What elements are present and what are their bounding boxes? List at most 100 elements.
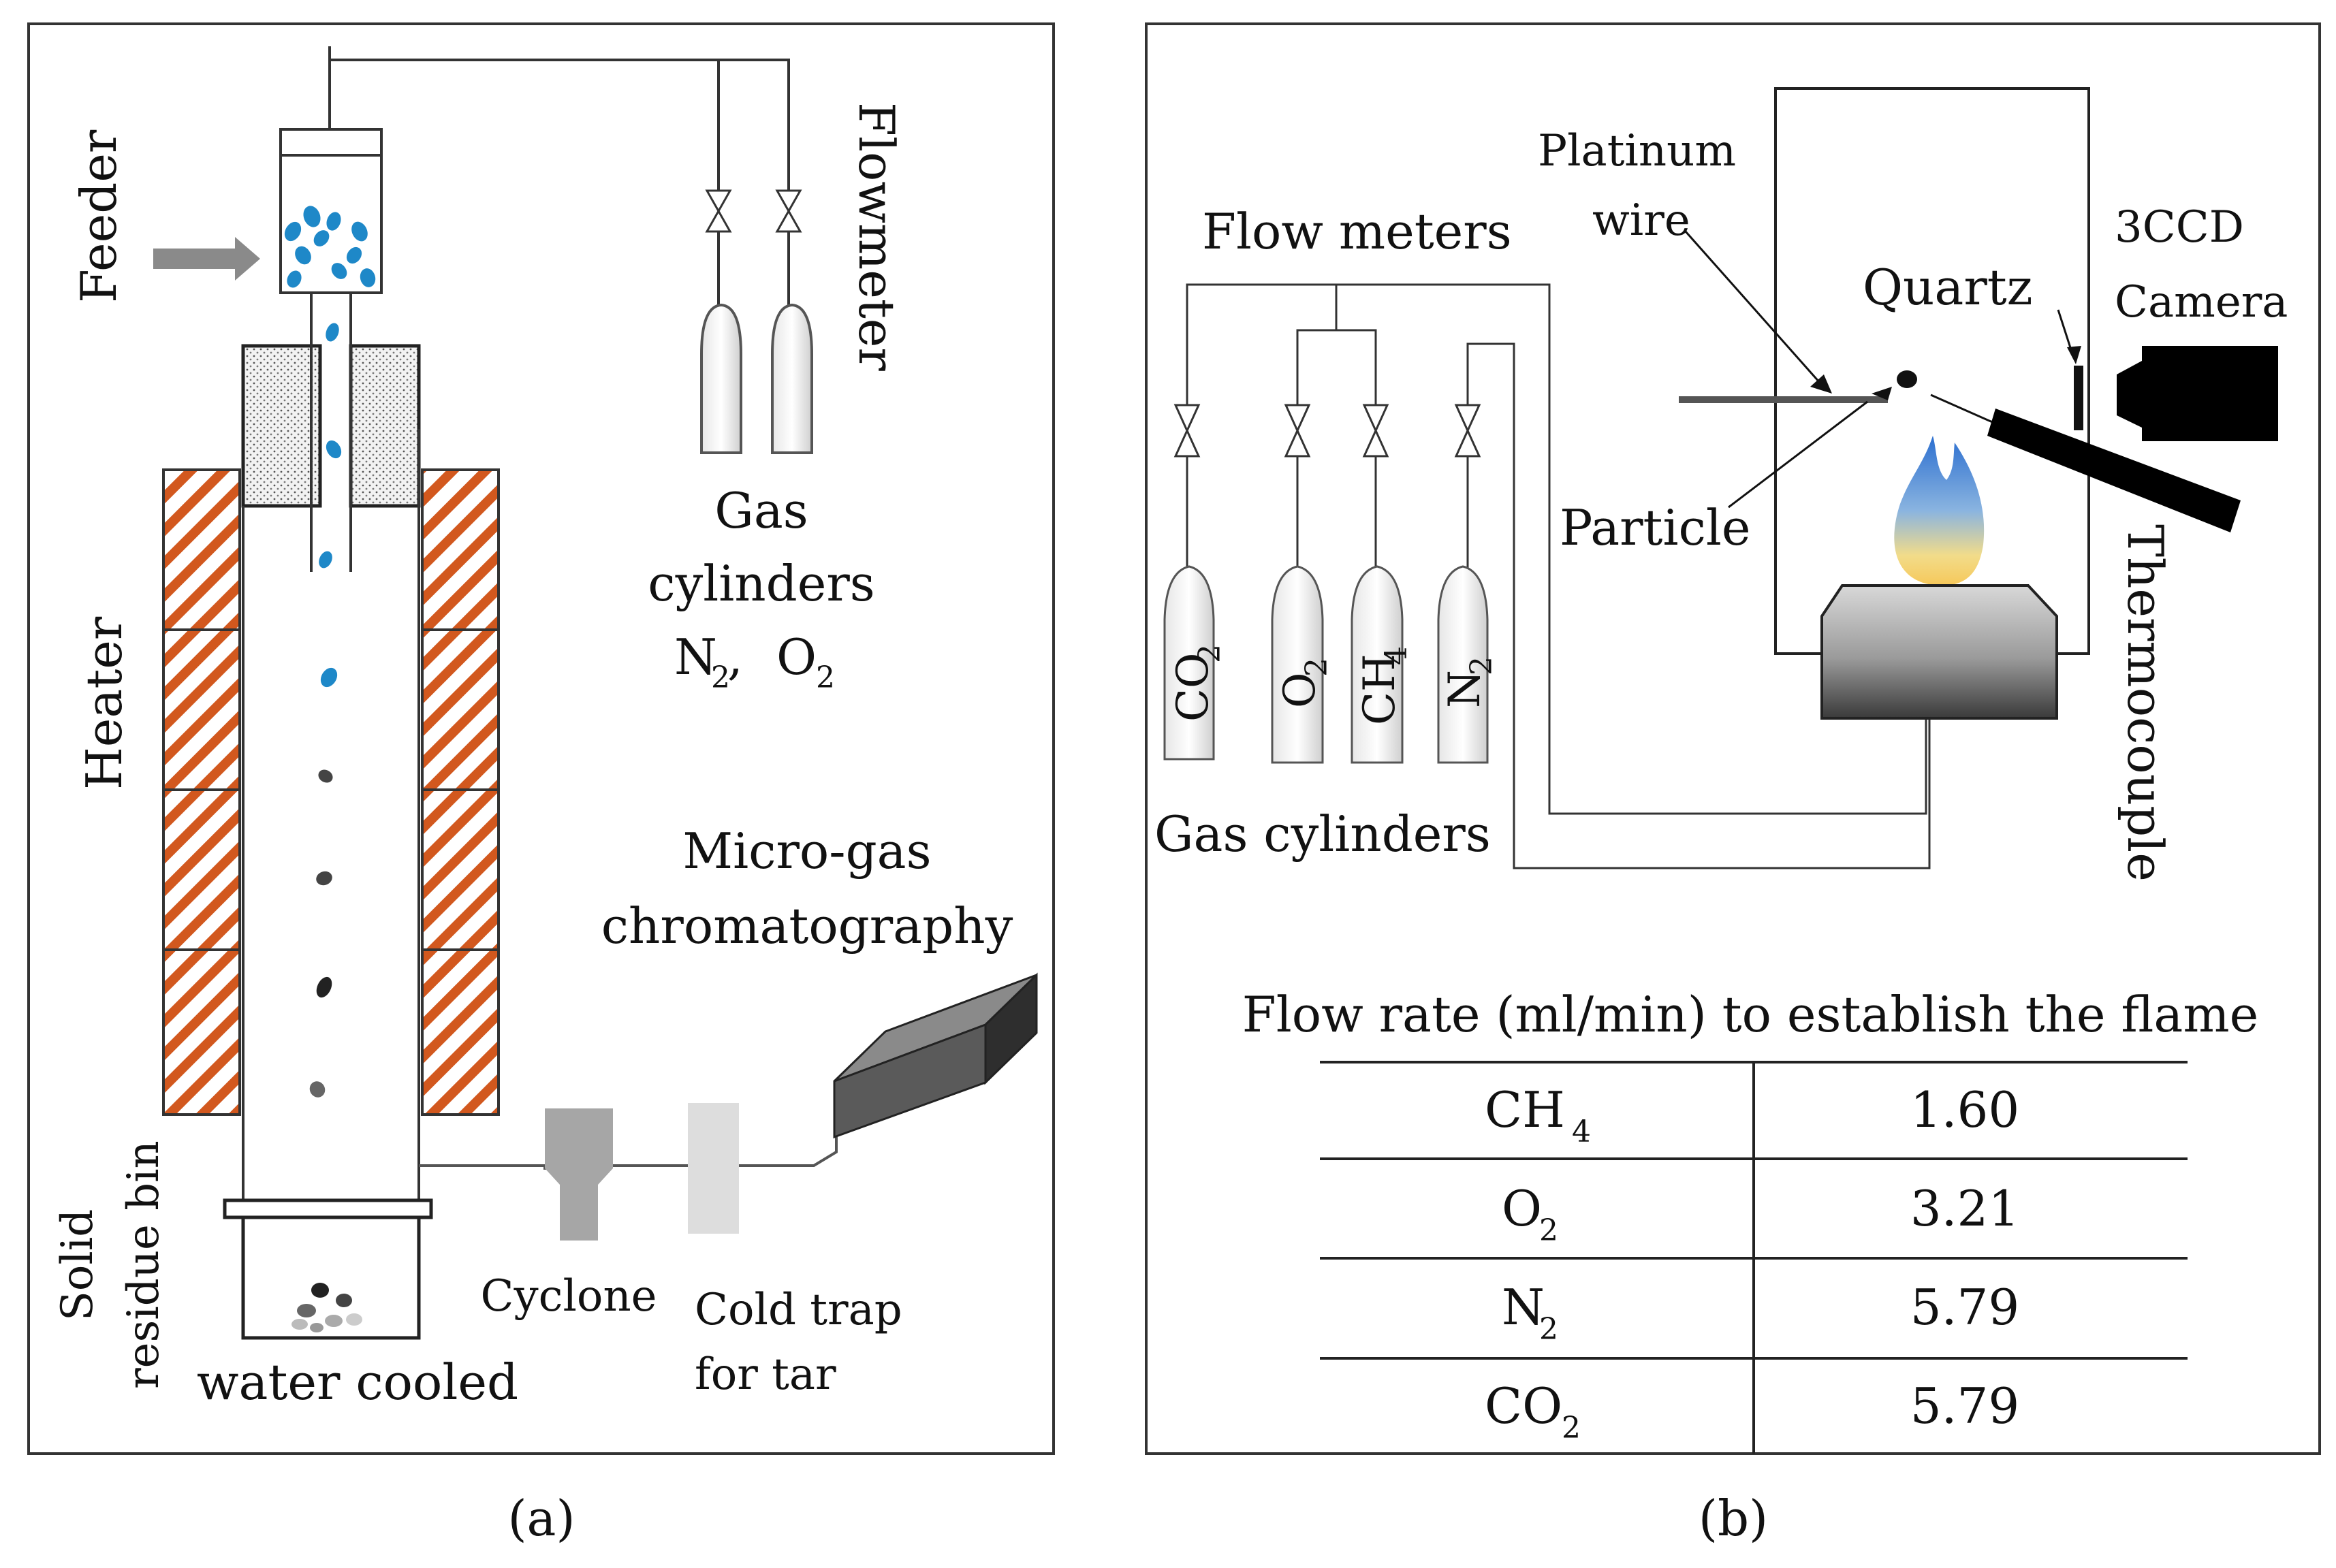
thermocouple-label: Thermocouple: [2117, 524, 2174, 882]
table-title: Flow rate (ml/min) to establish the flam…: [1242, 986, 2259, 1043]
heater-left: [162, 468, 241, 1116]
micro-gas-label-1: Micro-gas: [682, 822, 931, 880]
panel-b-frame: [1145, 22, 2321, 1455]
cylinder-co2-base: CO: [1168, 653, 1218, 722]
cylinder-o2-base: O: [1275, 673, 1325, 708]
table-row: CH 4 1.60: [1485, 1081, 2019, 1149]
heater-right: [421, 468, 500, 1116]
gc-box-icon: [833, 972, 1038, 1139]
particle-label: Particle: [1560, 499, 1750, 556]
burner-icon: [1820, 584, 2058, 720]
leader-arrow-icon: [2067, 346, 2081, 364]
panel-a: Flowmeter Gas cylinders N 2 , O 2 Feeder: [27, 22, 1055, 1455]
quartz-label: Quartz: [1863, 259, 2033, 316]
thermocouple-probe: [1930, 394, 1996, 425]
gas-cylinders-label-1: Gas: [714, 482, 808, 539]
quartz-window: [2074, 366, 2083, 430]
valve-icon: [1173, 404, 1481, 458]
gas-cylinder-icon: [700, 303, 813, 454]
table-row: N 2 5.79: [1502, 1279, 2019, 1347]
feed-arrow-icon: [153, 237, 260, 281]
residue-particles: [291, 1283, 362, 1332]
cylinder-ch4-base: CH: [1355, 654, 1405, 725]
blue-particles-feeder: [284, 206, 376, 288]
table-gas-ch4: CH: [1485, 1081, 1565, 1138]
top-stopper-right: [349, 344, 421, 508]
cylinder-o2-sub: 2: [1299, 658, 1334, 677]
top-stopper-left: [241, 344, 322, 508]
cylinder-label-o2: O 2: [1275, 658, 1334, 708]
flow-meters-label: Flow meters: [1202, 203, 1512, 260]
table-gas-o2-sub: 2: [1539, 1213, 1558, 1248]
particle-icon: [1897, 370, 1917, 388]
table-gas-co2-sub: 2: [1562, 1411, 1581, 1445]
table-value-n2: 5.79: [1910, 1279, 2019, 1336]
water-cooled-label: water cooled: [197, 1354, 518, 1411]
flowmeter-label: Flowmeter: [848, 102, 905, 371]
feeder-label: Feeder: [70, 129, 127, 303]
gas-cylinders-label-2: cylinders: [648, 555, 875, 612]
platinum-label-2: wire: [1592, 195, 1690, 246]
cylinder-n2-base: N: [1440, 670, 1490, 708]
blue-particles-tube: [319, 323, 342, 688]
heater-label: Heater: [76, 616, 133, 790]
solid-residue-label-2: residue bin: [119, 1140, 169, 1389]
flame-icon: [1894, 436, 1985, 586]
cold-trap-icon: [688, 1103, 739, 1234]
cylinder-label-co2: CO 2: [1168, 644, 1227, 722]
cyclone-label: Cyclone: [480, 1271, 657, 1322]
gas-o-sub: 2: [816, 660, 835, 695]
table-gas-n2-sub: 2: [1539, 1312, 1558, 1347]
table-row: CO 2 5.79: [1485, 1377, 2019, 1445]
gas-n-sub: 2: [711, 660, 730, 695]
cold-trap-label-1: Cold trap: [695, 1285, 902, 1335]
table-gas-n2: N: [1502, 1279, 1545, 1336]
platinum-label-1: Platinum: [1538, 126, 1736, 176]
gas-supply-line: [328, 46, 790, 306]
feeder-hopper: [279, 128, 383, 294]
table-row: O 2 3.21: [1502, 1180, 2019, 1248]
gas-cylinders-label: Gas cylinders: [1154, 805, 1491, 863]
caption-b: (b): [1699, 1490, 1768, 1547]
camera-icon: [2117, 346, 2278, 441]
cylinder-co2-sub: 2: [1193, 644, 1227, 663]
table-gas-o2: O: [1502, 1180, 1542, 1237]
solid-residue-bin: [241, 1217, 421, 1340]
caption-a: (a): [507, 1490, 575, 1547]
camera-label-2: Camera: [2115, 277, 2288, 327]
table-gas-co2: CO: [1485, 1377, 1562, 1435]
cylinder-labels: CO 2 O 2 CH 4 N 2: [1168, 644, 1499, 725]
table-value-ch4: 1.60: [1910, 1081, 2019, 1138]
leader-lines: [1684, 231, 2074, 509]
valve-icon: [705, 189, 802, 233]
gas-lines-b: [1186, 283, 1931, 869]
solid-residue-label-1: Solid: [52, 1209, 103, 1321]
camera-label-1: 3CCD: [2115, 202, 2244, 253]
table-gas-ch4-sub: 4: [1572, 1115, 1591, 1149]
thermocouple-rod: [1987, 409, 2241, 532]
gas-n-text: N: [674, 628, 717, 686]
cyclone-icon: [545, 1108, 613, 1241]
bottom-flange: [223, 1198, 433, 1219]
panel-a-frame: [27, 22, 1055, 1455]
panel-b: CO 2 O 2 CH 4 N 2 Gas cylinders Flow met…: [1145, 22, 2321, 1455]
feed-tube: [310, 293, 352, 572]
cylinder-n2-sub: 2: [1464, 656, 1499, 675]
wire-holder: [1872, 387, 1892, 400]
reactor-tube: [242, 429, 420, 1200]
micro-gas-label-2: chromatography: [601, 897, 1013, 955]
cylinder-label-ch4: CH 4: [1355, 646, 1414, 725]
table-value-co2: 5.79: [1910, 1377, 2019, 1435]
dark-particles-tube: [309, 769, 333, 1098]
gas-cylinder-icon: [1163, 565, 1489, 764]
gas-comma: ,: [727, 628, 743, 686]
flow-rate-table: [1320, 1061, 2188, 1454]
outlet-line: [419, 1137, 838, 1170]
table-value-o2: 3.21: [1910, 1180, 2019, 1237]
cold-trap-label-2: for tar: [695, 1349, 836, 1400]
leader-arrow-icon: [1810, 374, 1832, 394]
cylinder-label-n2: N 2: [1440, 656, 1499, 708]
gas-o-text: O: [776, 628, 817, 686]
